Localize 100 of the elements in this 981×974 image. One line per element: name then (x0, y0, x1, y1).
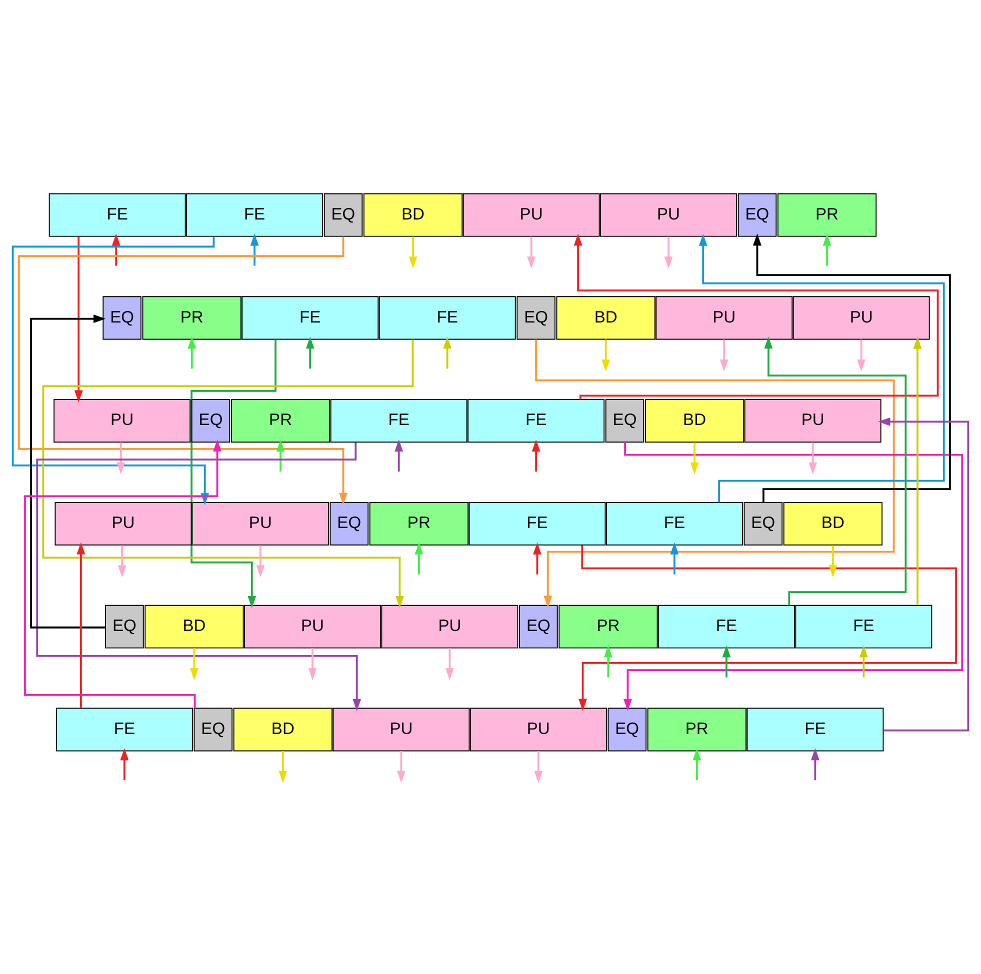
node-box: PR (647, 707, 746, 751)
node-box: PR (369, 501, 468, 545)
arrow (578, 545, 957, 710)
node-box: EQ (516, 296, 556, 340)
arrow (604, 644, 612, 677)
arrow (878, 416, 970, 731)
arrow (753, 232, 951, 502)
node-box: PU (462, 192, 600, 236)
arrow (857, 338, 866, 372)
node-box: BD (233, 707, 332, 751)
arrow (276, 439, 285, 472)
node-box: FE (468, 501, 606, 545)
node-box: PU (332, 707, 470, 751)
node-box: FE (48, 192, 186, 236)
arrow (828, 544, 838, 577)
node-box: PU (54, 501, 192, 545)
node-box: EQ (324, 192, 363, 236)
arrow (308, 648, 317, 680)
arrow (822, 233, 832, 266)
node-box: FE (795, 604, 932, 648)
arrow (574, 233, 939, 400)
node-box: EQ (102, 296, 142, 340)
arrow (250, 233, 259, 266)
arrow (408, 236, 418, 268)
node-box: PU (381, 604, 518, 648)
arrow (535, 338, 895, 608)
arrow (527, 236, 536, 268)
arrow (118, 544, 126, 577)
arrow (720, 338, 728, 372)
arrow (532, 439, 540, 472)
arrow (256, 544, 265, 577)
arrow (396, 750, 406, 782)
arrow (18, 236, 348, 504)
node-box: BD (144, 604, 244, 648)
arrow (112, 233, 120, 266)
arrow (278, 750, 288, 782)
arrow (188, 336, 196, 368)
arrow (306, 336, 314, 368)
node-box: BD (363, 192, 463, 236)
node-box: BD (556, 296, 656, 340)
node-box: EQ (608, 707, 647, 751)
node-box: PU (600, 192, 737, 236)
arrow (394, 439, 404, 472)
node-box: EQ (605, 398, 644, 442)
arrow (533, 542, 542, 574)
arrow (190, 338, 276, 608)
node-box: PU (656, 296, 793, 340)
node-box: PR (777, 192, 877, 236)
node-box: PR (142, 296, 242, 340)
arrow (692, 748, 702, 780)
arrow (913, 336, 922, 604)
node-box: EQ (738, 192, 777, 236)
arrow (42, 339, 414, 608)
node-box: PU (54, 398, 191, 442)
node-box: PU (244, 604, 381, 648)
arrow (190, 648, 198, 680)
node-box: FE (468, 398, 605, 442)
node-box: PU (792, 296, 930, 340)
arrow (30, 314, 106, 628)
node-box: PR (231, 398, 330, 442)
node-box: FE (378, 296, 516, 340)
node-box: PU (744, 398, 882, 442)
node-box: BD (644, 398, 744, 442)
arrow (698, 233, 945, 502)
arrow (764, 336, 907, 605)
arrow (722, 644, 731, 677)
node-box: EQ (105, 604, 144, 648)
arrow (36, 442, 362, 711)
arrow (664, 236, 673, 268)
node-box: FE (186, 192, 324, 236)
arrow (12, 236, 215, 505)
node-box: FE (56, 707, 193, 751)
node-box: FE (242, 296, 379, 340)
arrow (534, 750, 543, 782)
arrow (74, 236, 83, 402)
arrow (120, 748, 129, 780)
arrow (859, 644, 868, 677)
arrow (76, 542, 86, 708)
node-box: FE (330, 398, 468, 442)
arrow (810, 748, 820, 780)
node-box: PR (558, 604, 658, 648)
node-box: PU (192, 501, 329, 545)
node-box: FE (746, 707, 884, 751)
arrow (116, 442, 126, 474)
arrow (414, 542, 424, 574)
node-box: EQ (744, 501, 783, 545)
arrow (670, 542, 679, 574)
node-box: FE (658, 604, 795, 648)
node-box: FE (606, 501, 743, 545)
arrow (443, 336, 452, 368)
arrow (690, 442, 699, 474)
node-box: EQ (330, 501, 369, 545)
arrow (602, 338, 610, 372)
node-box: PU (470, 707, 607, 751)
arrow (445, 648, 454, 680)
node-box: EQ (194, 707, 233, 751)
node-box: EQ (191, 398, 230, 442)
node-box: EQ (519, 604, 558, 648)
arrow (808, 442, 818, 474)
node-box: BD (783, 501, 882, 545)
